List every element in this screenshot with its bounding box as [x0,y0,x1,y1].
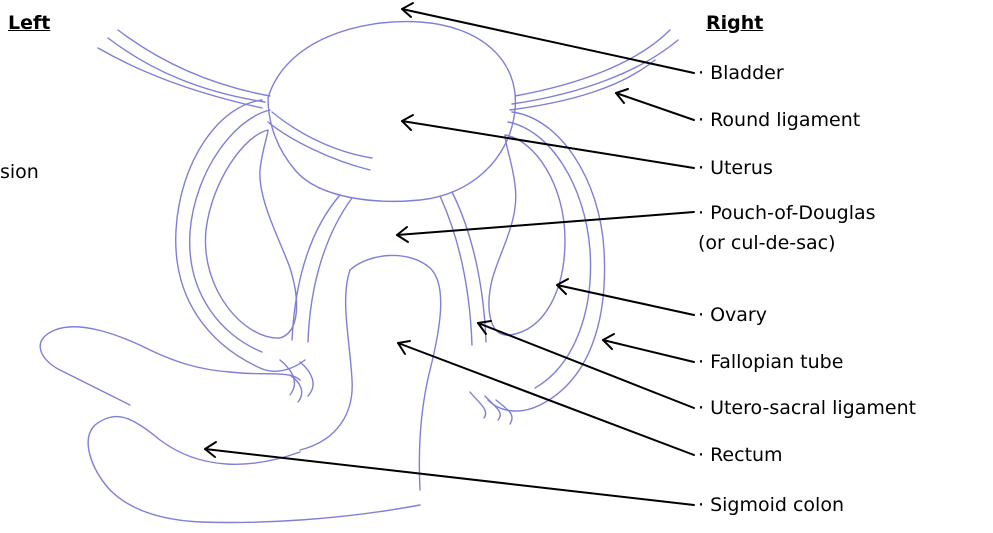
label-uterus: · Uterus [698,156,773,180]
label-pouch-of-douglas: · Pouch-of-Douglas (or cul-de-sac) [698,201,876,255]
label-bladder: · Bladder [698,61,784,85]
round-ligament-shape [98,30,678,110]
sigmoid-colon-shape [40,327,420,523]
heading-left: Left [8,12,50,34]
rectum-shape [300,255,441,490]
utero-sacral-ligament-shape [292,192,486,345]
label-sigmoid-colon: · Sigmoid colon [698,493,844,517]
left-adnexa-shape [176,100,313,402]
label-fallopian-tube: · Fallopian tube [698,350,843,374]
label-ovary: · Ovary [698,303,767,327]
label-pouch-of-douglas-sub: (or cul-de-sac) [698,231,876,255]
label-round-ligament: · Round ligament [698,108,860,132]
label-pouch-of-douglas-main: · Pouch-of-Douglas [698,201,876,225]
label-utero-sacral-ligament: · Utero-sacral ligament [698,396,916,420]
uterus-shape [268,22,515,202]
label-rectum: · Rectum [698,443,783,467]
heading-right: Right [706,12,763,34]
label-arrows [205,3,694,505]
fragment-text: sion [0,160,39,184]
